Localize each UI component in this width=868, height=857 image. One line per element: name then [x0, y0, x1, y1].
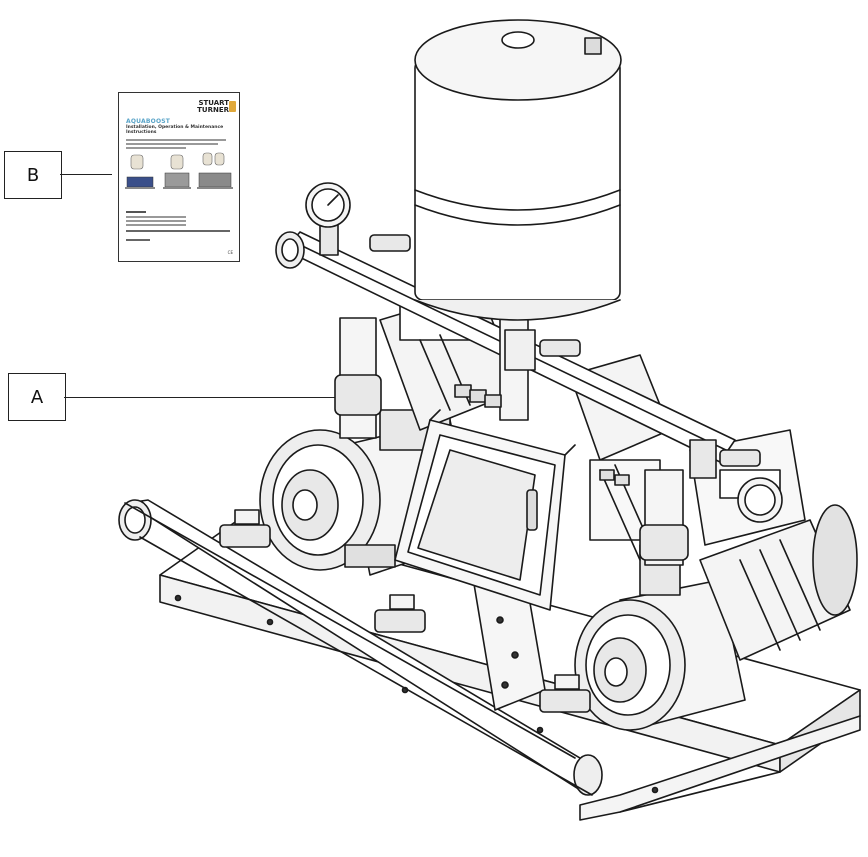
manual-product-name: AQUABOOST: [126, 118, 171, 125]
pressure-vessel: [414, 19, 622, 371]
callout-b-leader-line: [60, 174, 112, 175]
cable-glands: [454, 384, 630, 486]
callout-b-box: B: [4, 151, 62, 199]
manual-ce-mark: CE: [227, 250, 233, 255]
manual-text-line: [126, 230, 230, 232]
manual-text-line: [126, 139, 226, 141]
manual-text-line: [126, 220, 186, 222]
manual-brand-logo: STUART TURNER: [197, 100, 229, 114]
instruction-manual-booklet: STUART TURNER AQUABOOST Installation, Op…: [118, 92, 240, 262]
manual-text-line: [126, 224, 186, 226]
manual-brand-line1: STUART: [198, 99, 229, 107]
isolation-valves: [219, 234, 761, 713]
callout-a-leader-line: [64, 397, 346, 398]
manual-text-line: [126, 147, 186, 149]
manual-text-line: [126, 211, 146, 213]
manual-subtitle: Installation, Operation & Maintenance In…: [126, 125, 224, 135]
manual-text-line: [126, 239, 150, 241]
callout-a-label: A: [30, 386, 44, 408]
manual-brand-line2: TURNER: [197, 106, 229, 114]
riser-pipes: [334, 309, 689, 566]
pressure-gauge: [305, 182, 783, 523]
manual-brand-badge-icon: [229, 101, 236, 112]
lower-suction-manifold: [118, 499, 603, 796]
manual-product-illustration: [125, 152, 233, 189]
manual-text-line: [126, 143, 218, 145]
manual-text-line: [126, 216, 186, 218]
callout-b-label: B: [26, 164, 40, 186]
control-panel: [394, 409, 576, 611]
